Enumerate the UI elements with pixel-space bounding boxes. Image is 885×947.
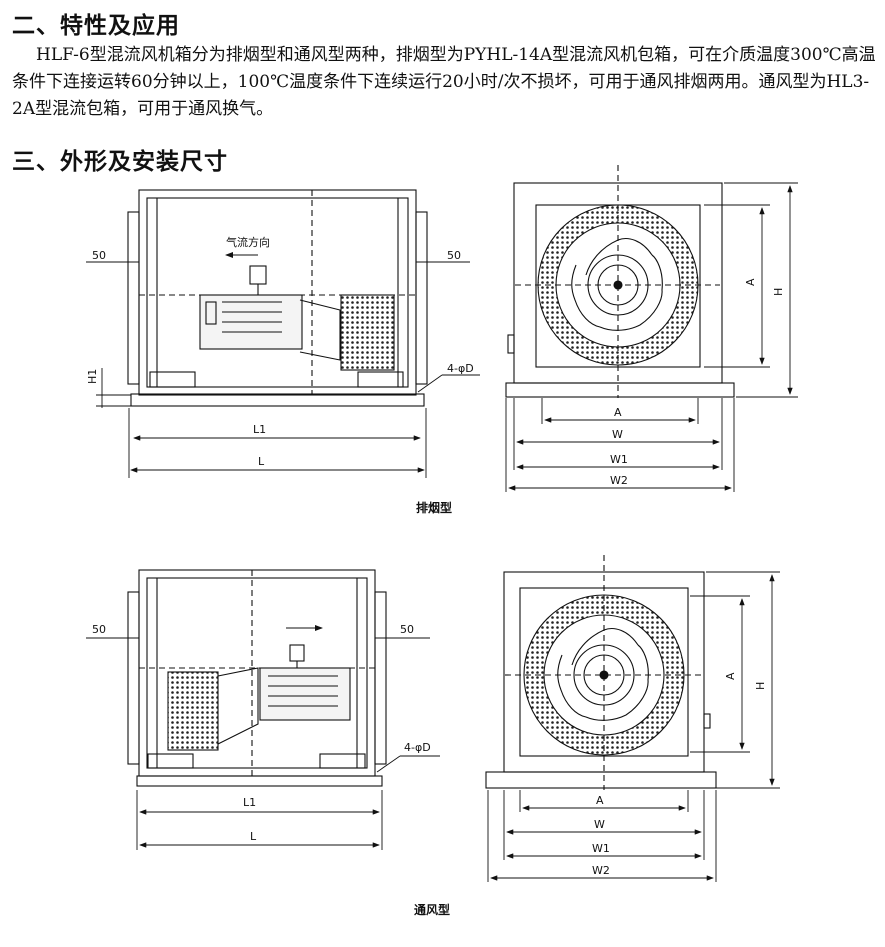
smoke-caption: 排烟型	[416, 500, 452, 515]
smoke-h1-label: H1	[86, 369, 99, 384]
smoke-front-a-bottom-label: A	[614, 406, 622, 419]
vent-front-h-label: H	[754, 682, 767, 690]
smoke-l1-label: L1	[253, 423, 266, 436]
smoke-flange-left-label: 50	[92, 249, 106, 262]
vent-side-dimensions	[86, 637, 440, 850]
smoke-front-w1-label: W1	[610, 453, 628, 466]
smoke-flange-right-label: 50	[447, 249, 461, 262]
smoke-side-dimensions	[86, 261, 480, 478]
vent-flange-right-label: 50	[400, 623, 414, 636]
vent-front-w1-label: W1	[592, 842, 610, 855]
vent-l1-label: L1	[243, 796, 256, 809]
vent-front-w-label: W	[594, 818, 605, 831]
smoke-front-h-label: H	[772, 288, 785, 296]
vent-bolt-label: 4-φD	[404, 741, 431, 754]
smoke-front-w-label: W	[612, 428, 623, 441]
section2-heading: 二、特性及应用	[12, 13, 180, 39]
smoke-front-w2-label: W2	[610, 474, 628, 487]
smoke-front-view	[505, 165, 735, 398]
smoke-airflow-arrow: 气流方向	[225, 235, 270, 258]
smoke-front-dimensions	[505, 182, 798, 492]
smoke-side-view	[127, 189, 428, 407]
vent-l-label: L	[250, 830, 257, 843]
section3-heading: 三、外形及安装尺寸	[12, 149, 228, 175]
smoke-airflow-label: 气流方向	[226, 235, 270, 249]
vent-flange-left-label: 50	[92, 623, 106, 636]
vent-front-dimensions	[487, 571, 780, 882]
vent-caption: 通风型	[414, 902, 450, 917]
smoke-bolt-label: 4-φD	[447, 362, 474, 375]
smoke-front-a-side-label: A	[744, 278, 757, 286]
vent-front-view	[485, 555, 717, 790]
vent-front-a-bottom-label: A	[596, 794, 604, 807]
vent-side-view	[127, 569, 387, 787]
smoke-l-label: L	[258, 455, 265, 468]
vent-front-w2-label: W2	[592, 864, 610, 877]
vent-front-a-side-label: A	[724, 672, 737, 680]
features-paragraph: HLF-6型混流风机箱分为排烟型和通风型两种，排烟型为PYHL-14A型混流风机…	[12, 45, 876, 119]
